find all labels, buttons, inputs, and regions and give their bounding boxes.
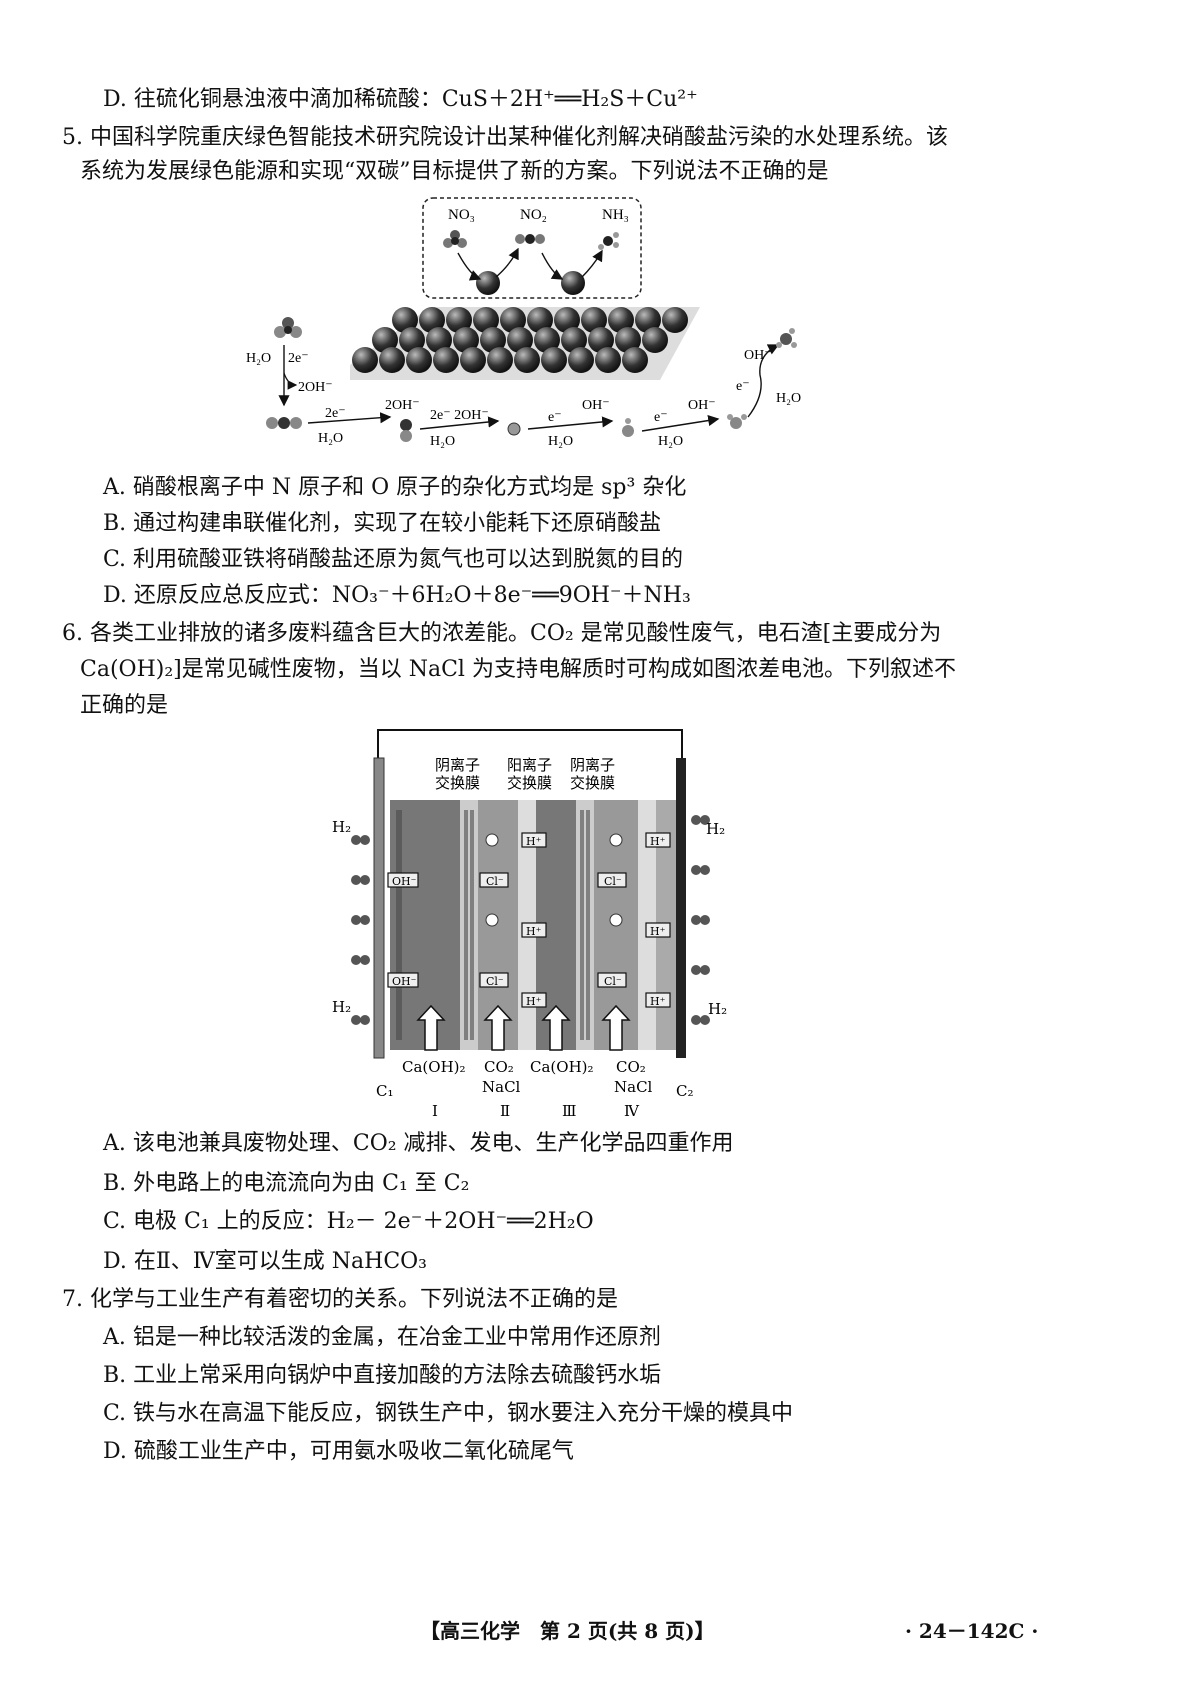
no3-molecule	[443, 230, 467, 248]
oh-ion-1: OH⁻	[392, 875, 417, 888]
nh3-molecule	[598, 232, 619, 250]
cl-ion-4: Cl⁻	[604, 975, 622, 988]
cl-ion-3: Cl⁻	[604, 875, 622, 888]
q6-concentration-cell-figure: 阴离子 交换膜 阳离子 交换膜 阴离子 交换膜 H₂ H₂	[332, 729, 727, 1120]
q4-option-d: D. 往硫化铜悬浊液中滴加稀硫酸：CuS＋2H⁺══H₂S＋Cu²⁺	[103, 87, 698, 112]
oh-ion-2: OH⁻	[392, 975, 417, 988]
h-ion-2: H⁺	[526, 925, 542, 938]
q6-option-d: D. 在Ⅱ、Ⅳ室可以生成 NaHCO₃	[103, 1249, 428, 1274]
no2-left-molecule	[266, 417, 302, 429]
q6-stem-line1: 6. 各类工业排放的诸多废料蕴含巨大的浓差能。CO₂ 是常见酸性废气，电石渣[主…	[62, 621, 942, 646]
external-wire	[377, 729, 683, 758]
label-nh3: NH₃	[602, 207, 629, 223]
h-ion-1: H⁺	[526, 835, 542, 848]
input-2-l2: NaCl	[482, 1078, 521, 1096]
step3-oh: OH⁻	[582, 398, 610, 413]
step4-oh: OH⁻	[688, 398, 716, 413]
membrane-1	[460, 800, 478, 1050]
membrane2-l2: 交换膜	[507, 774, 552, 792]
input-4-l2: NaCl	[614, 1078, 653, 1096]
left-e: 2e⁻	[288, 351, 309, 366]
label-no2: NO₂	[520, 207, 547, 223]
room-4: Ⅳ	[624, 1102, 640, 1120]
room-3: Ⅲ	[562, 1102, 576, 1120]
step3-e: e⁻	[548, 410, 562, 425]
right-oh: OH⁻	[744, 348, 772, 363]
page-footer: 【高三化学 第 2 页(共 8 页)】	[420, 1619, 715, 1643]
q7-option-a: A. 铝是一种比较活泼的金属，在冶金工业中常用作还原剂	[103, 1325, 661, 1350]
q5-option-d: D. 还原反应总反应式：NO₃⁻＋6H₂O＋8e⁻══9OH⁻＋NH₃	[103, 583, 691, 608]
input-4-l1: CO₂	[616, 1058, 646, 1076]
right-h2o: H₂O	[776, 391, 801, 406]
left-oh: 2OH⁻	[298, 380, 333, 395]
catalyst-slab	[350, 307, 700, 380]
q6-stem-line2: Ca(OH)₂]是常见碱性废物，当以 NaCl 为支持电解质时可构成如图浓差电池…	[80, 657, 956, 682]
nh2-molecule	[727, 414, 747, 429]
h-ion-5: H⁺	[650, 925, 666, 938]
membrane1-l1: 阴离子	[435, 756, 480, 774]
step1-bot: H₂O	[318, 431, 343, 446]
label-no3: NO₃	[448, 207, 475, 223]
step4-bot: H₂O	[658, 434, 683, 449]
step4-e: e⁻	[654, 410, 668, 425]
membrane2-l1: 阳离子	[507, 756, 552, 774]
membrane-3	[576, 800, 594, 1050]
h-ion-6: H⁺	[650, 995, 666, 1008]
input-3-l1: Ca(OH)₂	[530, 1058, 594, 1076]
q6-stem-line3: 正确的是	[80, 693, 169, 718]
nh3-right-molecule	[776, 328, 797, 348]
q5-stem-line1: 5. 中国科学院重庆绿色智能技术研究院设计出某种催化剂解决硝酸盐污染的水处理系统…	[62, 125, 948, 150]
q7-stem: 7. 化学与工业生产有着密切的关系。下列说法不正确的是	[62, 1287, 618, 1312]
membrane3-l2: 交换膜	[570, 774, 615, 792]
step3-bot: H₂O	[548, 434, 573, 449]
h2-right-top: H₂	[706, 820, 725, 838]
h2-left-bottom: H₂	[332, 998, 351, 1016]
no-molecule	[400, 419, 412, 442]
cl-ion-2: Cl⁻	[486, 975, 504, 988]
cl-ion-1: Cl⁻	[486, 875, 504, 888]
inset-box	[422, 197, 642, 299]
q5-stem-line2: 系统为发展绿色能源和实现“双碳”目标提供了新的方案。下列说法不正确的是	[80, 159, 829, 184]
paper-code: · 24－142C ·	[905, 1619, 1039, 1643]
q6-option-b: B. 外电路上的电流流向为由 C₁ 至 C₂	[103, 1171, 470, 1196]
q6-option-c: C. 电极 C₁ 上的反应：H₂－ 2e⁻＋2OH⁻══2H₂O	[103, 1209, 594, 1234]
electrode-c2	[676, 758, 686, 1058]
no2-molecule	[515, 234, 545, 244]
h2-right-bottom: H₂	[708, 1000, 727, 1018]
nh-molecule	[622, 418, 634, 437]
step2-top: 2e⁻ 2OH⁻	[430, 408, 489, 423]
step1-top: 2e⁻	[325, 406, 346, 421]
no3-left-molecule	[274, 317, 302, 338]
input-1-l1: Ca(OH)₂	[402, 1058, 466, 1076]
right-e: e⁻	[736, 379, 750, 394]
left-h2o: H₂O	[246, 351, 271, 366]
electrode-c2-label: C₂	[676, 1082, 694, 1100]
q7-option-d: D. 硫酸工业生产中，可用氨水吸收二氧化硫尾气	[103, 1439, 574, 1464]
membrane3-l1: 阴离子	[570, 756, 615, 774]
h2-left-top: H₂	[332, 818, 351, 836]
room-1: Ⅰ	[432, 1102, 438, 1120]
q7-option-c: C. 铁与水在高温下能反应，钢铁生产中，钢水要注入充分干燥的模具中	[103, 1401, 794, 1426]
q5-option-a: A. 硝酸根离子中 N 原子和 O 原子的杂化方式均是 sp³ 杂化	[103, 475, 687, 500]
q6-option-a: A. 该电池兼具废物处理、CO₂ 减排、发电、生产化学品四重作用	[103, 1131, 734, 1156]
input-2-l1: CO₂	[484, 1058, 514, 1076]
electrode-c1	[373, 757, 385, 1059]
electrode-c1-label: C₁	[376, 1082, 394, 1100]
q7-option-b: B. 工业上常采用向锅炉中直接加酸的方法除去硫酸钙水垢	[103, 1363, 662, 1388]
room-2: Ⅱ	[500, 1102, 510, 1120]
q5-option-c: C. 利用硫酸亚铁将硝酸盐还原为氮气也可以达到脱氮的目的	[103, 547, 684, 572]
n-atom	[507, 422, 521, 436]
membrane1-l2: 交换膜	[435, 774, 480, 792]
h-ion-4: H⁺	[650, 835, 666, 848]
h-ion-3: H⁺	[526, 995, 542, 1008]
oh-a: 2OH⁻	[385, 398, 420, 413]
catalyst-site-2	[561, 271, 585, 295]
q5-catalyst-figure: NO₃ NO₂ NH₃ H₂O 2e⁻ 2OH⁻ 2e⁻ H₂O 2OH⁻ 2e…	[246, 197, 801, 449]
q5-option-b: B. 通过构建串联催化剂，实现了在较小能耗下还原硝酸盐	[103, 511, 662, 536]
catalyst-site-1	[476, 271, 500, 295]
step2-bot: H₂O	[430, 434, 455, 449]
chamber-1	[390, 800, 460, 1050]
